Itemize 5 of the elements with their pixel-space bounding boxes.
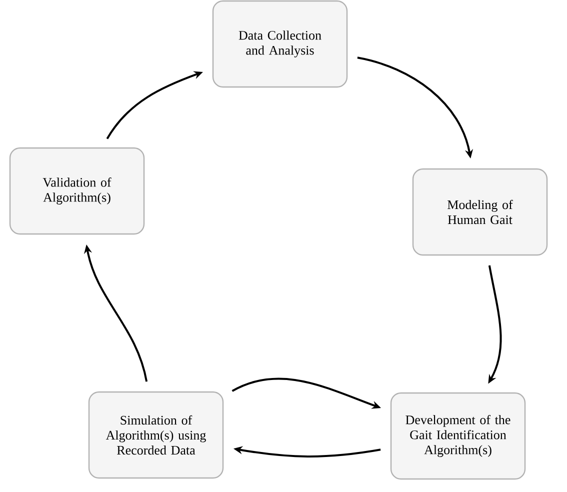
- process-box: Data Collection and Analysis: [212, 0, 348, 88]
- process-box: Simulation of Algorithm(s) using Recorded Data: [88, 391, 224, 479]
- process-box: Modeling of Human Gait: [412, 168, 548, 256]
- process-box: Development of the Gait Identification Algorithm(s): [390, 392, 526, 480]
- process-box: Validation of Algorithm(s): [9, 147, 145, 235]
